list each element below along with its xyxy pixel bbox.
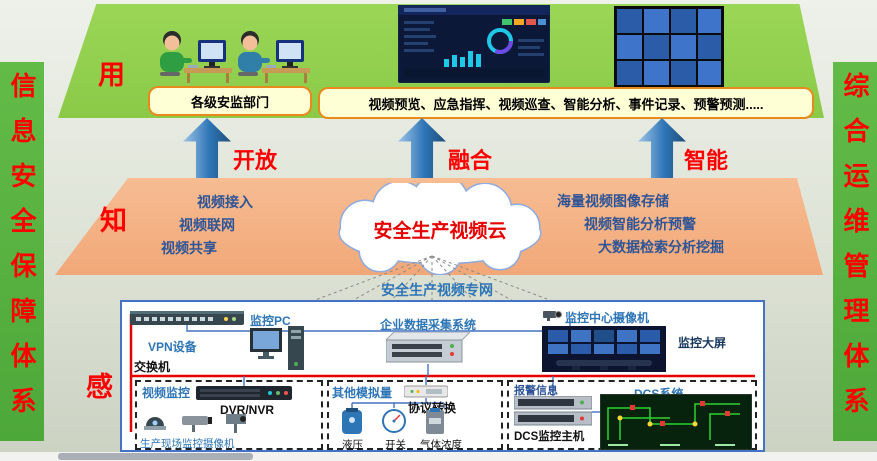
network-fan-lines xyxy=(309,255,556,302)
know-item-analysis: 视频智能分析预警 xyxy=(584,216,696,232)
know-item-storage: 海量视频图像存储 xyxy=(557,193,669,209)
site-cameras-label: 生产现场监控摄像机 xyxy=(140,438,235,450)
video-wall-image xyxy=(614,6,724,93)
bottom-strip-bar xyxy=(58,453,253,460)
center-camera-icon xyxy=(543,311,562,321)
sensors-image xyxy=(342,408,444,434)
know-item-share: 视频共享 xyxy=(161,240,217,256)
know-item-access: 视频接入 xyxy=(197,194,253,210)
dcs-host-label: DCS监控主机 xyxy=(514,431,585,443)
arrow-up-smart xyxy=(638,118,686,180)
dvr-label: DVR/NVR xyxy=(220,403,275,417)
cloud-shape xyxy=(338,183,542,275)
operators-clipart xyxy=(160,31,310,83)
control-room-image xyxy=(542,326,666,372)
arrow-label-fusion: 融合 xyxy=(448,148,493,173)
video-surveillance-box xyxy=(135,380,323,450)
left-banner: 信息安全保障体系 xyxy=(0,62,44,441)
big-screen-label: 监控大屏 xyxy=(678,336,727,350)
arrow-label-open: 开放 xyxy=(233,148,278,173)
sense-layer-label: 感 xyxy=(86,372,113,402)
dept-box: 各级安监部门 xyxy=(148,86,312,116)
functions-box-text: 视频预览、应急指挥、视频巡查、智能分析、事件记录、预警预测..... xyxy=(368,96,764,112)
cloud-title: 安全生产视频云 xyxy=(373,221,507,242)
sensor-label-hydraulic: 液压 xyxy=(342,439,363,451)
dept-box-text: 各级安监部门 xyxy=(190,94,269,110)
dashboard-image xyxy=(398,5,550,83)
private-network-label: 安全生产视频专网 xyxy=(381,282,493,298)
sense-layer-box: VPN设备 交换机 监控PC 企业数据采集系统 xyxy=(120,300,765,452)
vpn-label: VPN设备 xyxy=(148,340,197,354)
analog-box-title: 其他模拟量 xyxy=(332,386,393,400)
know-item-network: 视频联网 xyxy=(179,217,235,233)
arrow-up-open xyxy=(183,118,231,180)
sensor-label-switch: 开关 xyxy=(385,439,406,451)
protocol-converter-image xyxy=(404,385,448,398)
use-layer-label: 用 xyxy=(98,60,125,90)
switch-label: 交换机 xyxy=(134,360,171,374)
right-banner-text: 综合运维管理体系 xyxy=(840,71,870,432)
analog-box xyxy=(327,380,503,450)
center-camera-label: 监控中心摄像机 xyxy=(565,311,650,325)
sensor-label-gas: 气体浓度 xyxy=(420,439,462,451)
pc-label: 监控PC xyxy=(250,314,291,328)
left-banner-text: 信息安全保障体系 xyxy=(7,71,37,432)
collector-label: 企业数据采集系统 xyxy=(380,318,477,332)
alarm-info-label: 报警信息 xyxy=(514,385,558,397)
connection-lines xyxy=(129,314,755,432)
collector-image xyxy=(386,332,470,363)
know-item-bigdata: 大数据检索分析挖掘 xyxy=(598,239,724,255)
dvr-image xyxy=(196,386,292,400)
dcs-host-image xyxy=(514,396,592,426)
bottom-strip xyxy=(0,452,877,461)
right-banner: 综合运维管理体系 xyxy=(833,62,877,441)
arrow-label-smart: 智能 xyxy=(684,148,729,173)
pc-image xyxy=(250,326,304,370)
switch-image xyxy=(130,311,244,325)
know-layer-label: 知 xyxy=(100,206,127,236)
video-box-title: 视频监控 xyxy=(142,386,191,400)
arrow-up-fusion xyxy=(398,118,446,180)
dcs-screen-image xyxy=(600,394,752,450)
site-cameras-image xyxy=(144,414,246,433)
functions-box: 视频预览、应急指挥、视频巡查、智能分析、事件记录、预警预测..... xyxy=(318,87,814,119)
